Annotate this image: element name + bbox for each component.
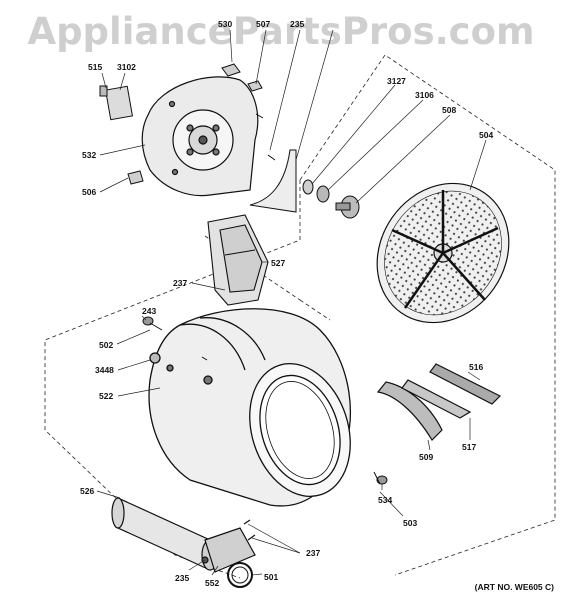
- callout-527: 527: [271, 258, 285, 268]
- drum-cylinder: [148, 308, 351, 507]
- shaft-bearing-parts: [302, 179, 360, 219]
- drum-back-perforated: [376, 182, 510, 324]
- callout-509: 509: [419, 452, 433, 462]
- watermark: AppliancePartsPros.com: [27, 10, 535, 53]
- callout-237-bottom: 237: [306, 548, 320, 558]
- callout-3127: 3127: [387, 76, 406, 86]
- callout-3102: 3102: [117, 62, 136, 72]
- callout-515: 515: [88, 62, 102, 72]
- callout-237-mid: 237: [173, 278, 187, 288]
- callout-3448: 3448: [95, 365, 114, 375]
- callout-501: 501: [264, 572, 278, 582]
- art-number: (ART NO. WE605 C): [474, 582, 554, 592]
- callout-504: 504: [479, 130, 493, 140]
- rear-bulkhead: [141, 76, 259, 197]
- leader-lines: [96, 29, 487, 576]
- callout-552: 552: [205, 578, 219, 588]
- callout-labels: 530 507 235 515 3102 3127 3106 508 504 5…: [80, 19, 493, 588]
- drum-glides: [376, 363, 502, 441]
- fasteners: [142, 316, 388, 485]
- callout-235-top: 235: [290, 19, 304, 29]
- callout-3106: 3106: [415, 90, 434, 100]
- support-bracket: [207, 214, 269, 306]
- callout-235-bottom: 235: [175, 573, 189, 583]
- callout-506: 506: [82, 187, 96, 197]
- callout-516: 516: [469, 362, 483, 372]
- callout-508: 508: [442, 105, 456, 115]
- bulkhead-hardware: [99, 63, 297, 213]
- callout-534: 534: [378, 495, 392, 505]
- callout-517: 517: [462, 442, 476, 452]
- callout-526: 526: [80, 486, 94, 496]
- callout-503: 503: [403, 518, 417, 528]
- callout-532: 532: [82, 150, 96, 160]
- callout-530: 530: [218, 19, 232, 29]
- callout-243: 243: [142, 306, 156, 316]
- heater-duct: [111, 497, 256, 588]
- callout-507: 507: [256, 19, 270, 29]
- callout-522: 522: [99, 391, 113, 401]
- callout-502: 502: [99, 340, 113, 350]
